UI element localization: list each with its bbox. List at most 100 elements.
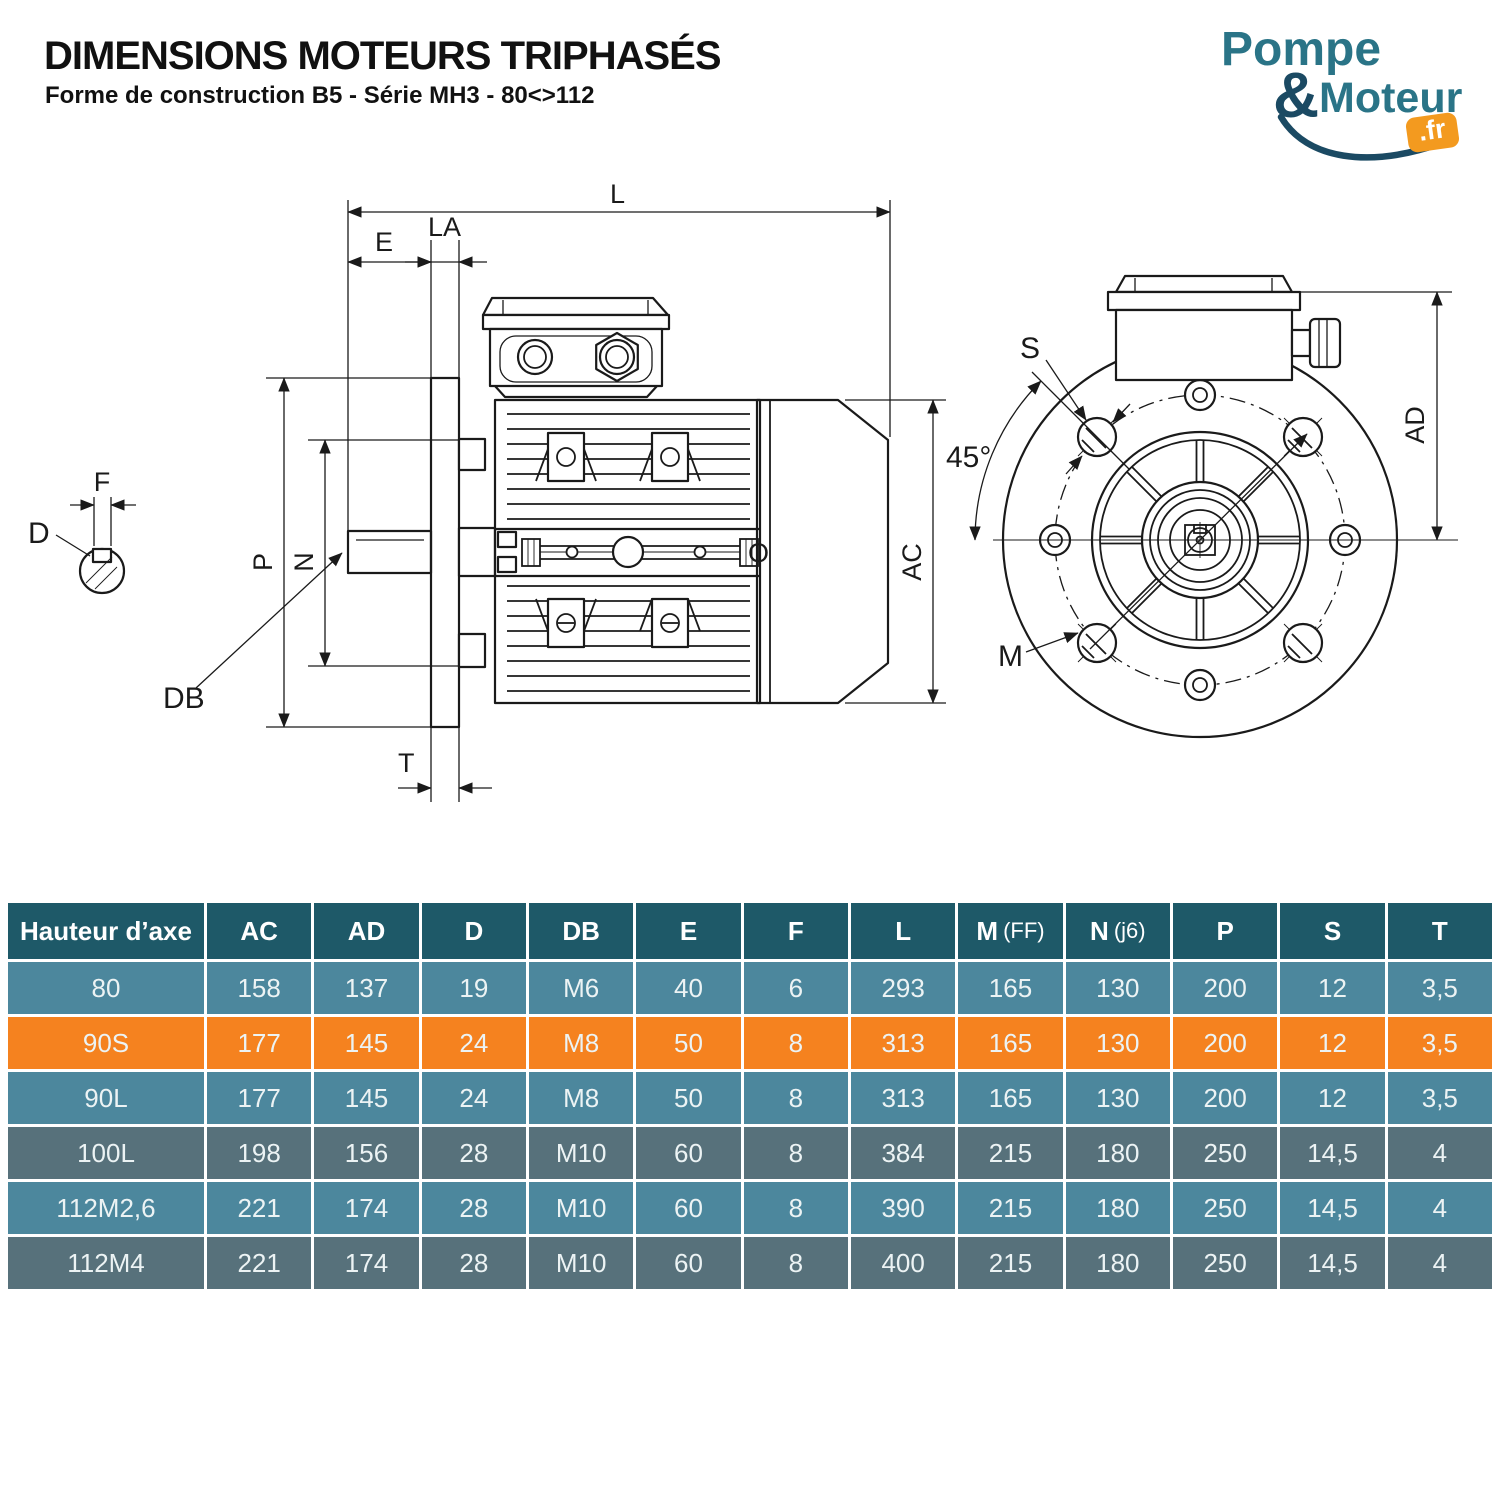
table-cell: 145: [314, 1017, 419, 1069]
table-cell: 221: [207, 1182, 312, 1234]
table-cell: 384: [851, 1127, 956, 1179]
column-header: T: [1387, 903, 1492, 959]
column-header: F: [743, 903, 848, 959]
table-cell: M10: [529, 1237, 634, 1289]
table-cell: 4: [1387, 1237, 1492, 1289]
table-cell: 250: [1173, 1237, 1278, 1289]
table-cell: 200: [1173, 1017, 1278, 1069]
table-cell: 400: [851, 1237, 956, 1289]
table-cell: 250: [1173, 1182, 1278, 1234]
table-cell: 4: [1387, 1182, 1492, 1234]
table-cell: 60: [636, 1237, 741, 1289]
table-cell: 28: [421, 1182, 526, 1234]
dim-label-l: L: [610, 179, 625, 209]
column-header: M(FF): [958, 903, 1063, 959]
dim-label-db: DB: [163, 682, 205, 715]
dim-label-m: M: [998, 640, 1023, 673]
table-cell: 145: [314, 1072, 419, 1124]
row-label: 100L: [8, 1127, 204, 1179]
dim-label-o: O: [748, 538, 769, 568]
table-cell: 50: [636, 1017, 741, 1069]
side-view-drawing: L E LA P N DB: [28, 179, 946, 802]
table-cell: 14,5: [1280, 1237, 1385, 1289]
table-cell: 180: [1065, 1182, 1170, 1234]
table-cell: 4: [1387, 1127, 1492, 1179]
column-header: AD: [314, 903, 419, 959]
table-cell: 198: [207, 1127, 312, 1179]
table-cell: 8: [743, 1072, 848, 1124]
table-cell: 130: [1065, 1017, 1170, 1069]
table-cell: 390: [851, 1182, 956, 1234]
column-header: N(j6): [1065, 903, 1170, 959]
column-header: AC: [207, 903, 312, 959]
technical-drawing: L E LA P N DB: [28, 179, 1458, 802]
row-label: 112M4: [8, 1237, 204, 1289]
table-cell: 3,5: [1387, 962, 1492, 1014]
column-header: L: [851, 903, 956, 959]
table-cell: 3,5: [1387, 1072, 1492, 1124]
table-cell: 28: [421, 1237, 526, 1289]
table-cell: 250: [1173, 1127, 1278, 1179]
table-cell: M10: [529, 1127, 634, 1179]
dim-label-s: S: [1020, 332, 1040, 365]
table-cell: M8: [529, 1017, 634, 1069]
front-view-drawing: AD 45° S M: [946, 274, 1458, 739]
column-header: S: [1280, 903, 1385, 959]
dim-label-ac: AC: [897, 543, 927, 581]
logo-word-pompe: Pompe: [1221, 23, 1382, 76]
dim-label-t: T: [398, 748, 415, 778]
column-header: Hauteur d’axe: [8, 903, 204, 959]
dim-label-e: E: [375, 227, 393, 257]
table-cell: 200: [1173, 1072, 1278, 1124]
dim-label-la: LA: [428, 212, 461, 242]
table-cell: 12: [1280, 962, 1385, 1014]
table-cell: 130: [1065, 962, 1170, 1014]
table-cell: 6: [743, 962, 848, 1014]
table-cell: 8: [743, 1017, 848, 1069]
table-cell: 50: [636, 1072, 741, 1124]
table-cell: 180: [1065, 1237, 1170, 1289]
table-cell: 215: [958, 1182, 1063, 1234]
table-cell: 174: [314, 1182, 419, 1234]
table-cell: 8: [743, 1182, 848, 1234]
table-cell: M8: [529, 1072, 634, 1124]
table-cell: 137: [314, 962, 419, 1014]
table-cell: M10: [529, 1182, 634, 1234]
row-label: 90L: [8, 1072, 204, 1124]
column-header: D: [421, 903, 526, 959]
table-cell: 200: [1173, 962, 1278, 1014]
table-cell: 24: [421, 1072, 526, 1124]
table-cell: 174: [314, 1237, 419, 1289]
row-label: 90S: [8, 1017, 204, 1069]
table-cell: 177: [207, 1017, 312, 1069]
table-cell: 40: [636, 962, 741, 1014]
table-cell: 12: [1280, 1072, 1385, 1124]
table-cell: 60: [636, 1182, 741, 1234]
table-cell: 221: [207, 1237, 312, 1289]
table-cell: 3,5: [1387, 1017, 1492, 1069]
table-cell: 8: [743, 1237, 848, 1289]
table-cell: 293: [851, 962, 956, 1014]
table-cell: 165: [958, 962, 1063, 1014]
column-header: DB: [529, 903, 634, 959]
table-cell: 130: [1065, 1072, 1170, 1124]
table-cell: 24: [421, 1017, 526, 1069]
table-cell: 158: [207, 962, 312, 1014]
table-cell: 215: [958, 1237, 1063, 1289]
table-cell: 19: [421, 962, 526, 1014]
row-label: 80: [8, 962, 204, 1014]
table-cell: M6: [529, 962, 634, 1014]
table-cell: 165: [958, 1017, 1063, 1069]
logo-ampersand: &: [1273, 59, 1320, 131]
row-label: 112M2,6: [8, 1182, 204, 1234]
column-header: E: [636, 903, 741, 959]
dim-label-n: N: [289, 552, 319, 572]
dim-label-angle: 45°: [946, 441, 991, 474]
table-cell: 180: [1065, 1127, 1170, 1179]
table-cell: 60: [636, 1127, 741, 1179]
table-cell: 12: [1280, 1017, 1385, 1069]
page-title: DIMENSIONS MOTEURS TRIPHASÉS: [44, 34, 722, 78]
page-subtitle: Forme de construction B5 - Série MH3 - 8…: [45, 82, 595, 109]
